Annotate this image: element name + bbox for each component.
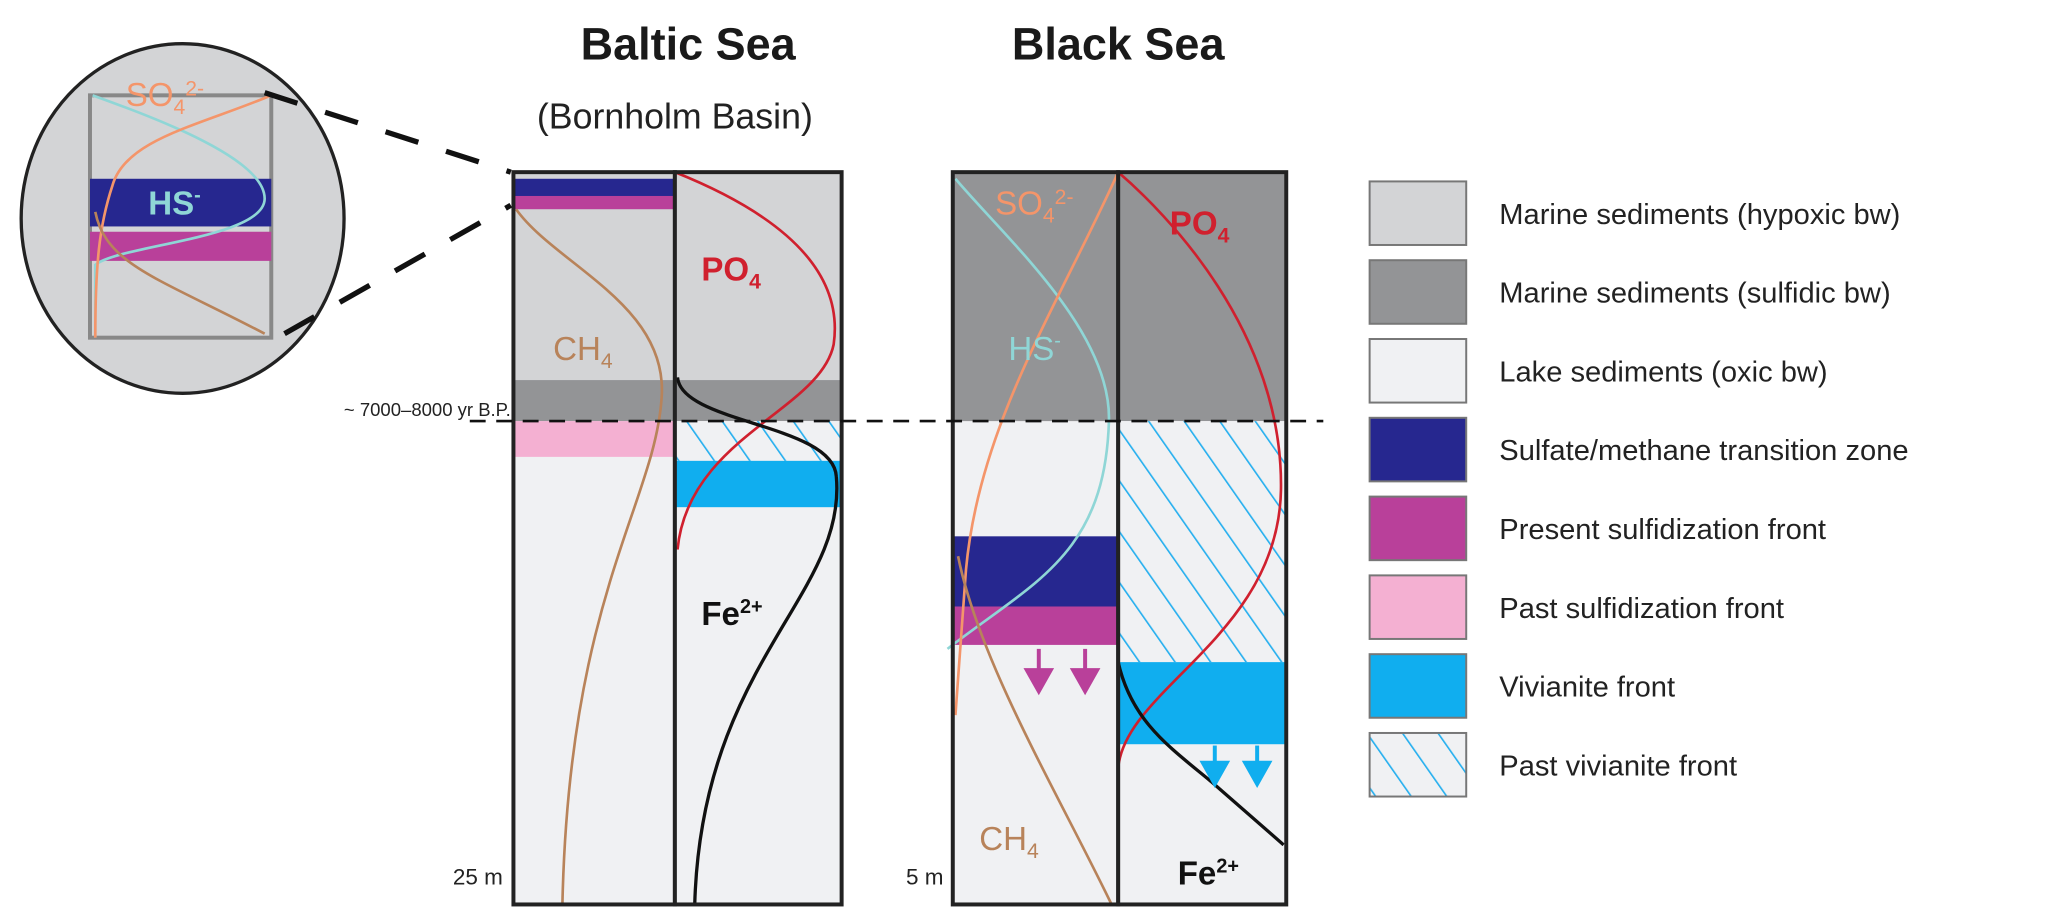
baltic-po4-curve [674,170,837,550]
legend-swatch [1368,259,1468,325]
black-ch4-curve [956,555,1113,906]
legend-item: Lake sediments (oxic bw) [1368,338,1828,404]
black-so4-label: SO42- [995,186,1073,228]
black-ch4-label: CH4 [979,821,1039,863]
legend-item: Marine sediments (hypoxic bw) [1368,180,1900,246]
zoom-inset: SO42- HS- [19,42,346,395]
legend-swatch [1368,574,1468,640]
legend-label: Marine sediments (sulfidic bw) [1499,278,1890,310]
baltic-fe-curve [675,377,839,905]
baltic-title: Baltic Sea [581,19,797,70]
legend-item: Present sulfidization front [1368,495,1826,562]
black-depth-label: 5 m [906,865,944,890]
legend-item: Past vivianite front [1368,731,1737,798]
inset-so4-label: SO42- [126,77,204,119]
legend-label: Past sulfidization front [1499,593,1784,625]
legend-item: Past sulfidization front [1368,574,1784,640]
black-title: Black Sea [1012,19,1226,70]
legend-swatch [1368,416,1468,483]
legend-swatch [1368,495,1468,562]
black-po4-curve [1116,171,1283,769]
age-label: ~ 7000–8000 yr B.P. [344,399,511,420]
sulfidization-arrows [1023,648,1101,696]
black-fe-label: Fe2+ [1178,856,1239,893]
black-po4-label: PO4 [1170,205,1230,247]
baltic-po4-label: PO4 [701,252,761,294]
vivianite-arrows [1199,745,1273,789]
legend-label: Lake sediments (oxic bw) [1499,356,1827,388]
legend-swatch [1368,653,1468,719]
black-fe-curve [1116,661,1285,847]
baltic-fe-label: Fe2+ [701,596,762,633]
baltic-column-left [511,170,677,907]
legend-label: Present sulfidization front [1499,514,1826,546]
baltic-ch4-curve [515,208,663,905]
legend-item: Marine sediments (sulfidic bw) [1368,259,1891,325]
black-column-right [1116,170,1289,907]
legend-swatch [1368,731,1468,798]
baltic-subtitle: (Bornholm Basin) [537,96,813,136]
inset-smtz-band [89,178,272,227]
baltic-depth-label: 25 m [453,865,503,890]
legend-item: Vivianite front [1368,653,1675,719]
zoom-line-top [263,90,512,175]
baltic-ch4-label: CH4 [553,331,613,373]
black-hs-label: HS- [1008,330,1061,368]
legend-swatch [1368,338,1468,404]
legend-label: Vivianite front [1499,672,1675,704]
black-so4-curve [954,171,1120,716]
legend: Marine sediments (hypoxic bw) Marine sedi… [1368,180,1909,798]
legend-label: Sulfate/methane transition zone [1499,435,1908,467]
inset-hs-label: HS- [148,184,201,222]
legend-swatch [1368,180,1468,246]
legend-label: Marine sediments (hypoxic bw) [1499,199,1900,231]
zoom-line-bottom [283,202,513,337]
black-column-left [946,170,1121,907]
legend-label: Past vivianite front [1499,750,1737,782]
legend-item: Sulfate/methane transition zone [1368,416,1909,483]
baltic-column-right [672,170,844,907]
